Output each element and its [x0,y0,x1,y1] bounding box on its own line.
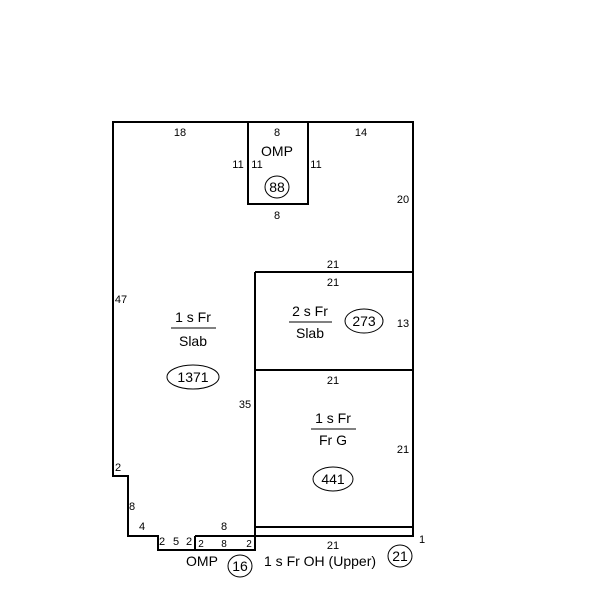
porch-top-sqft-circle [264,175,290,199]
porch-top-label: OMP [261,143,293,159]
dim-porch-right: 11 [310,159,321,171]
dim-garage-right: 21 [397,444,409,456]
dim-top-right: 14 [355,127,367,139]
main-outline [112,121,414,551]
two-story-outline [254,271,413,536]
two-story-construction: 2 s Fr [292,303,328,319]
dim-left-side: 47 [115,294,127,306]
dim-step-4: 4 [139,521,145,533]
overhang-sqft: 21 [392,548,408,564]
garage-sqft: 441 [321,471,345,487]
porch-top-outline [247,121,309,205]
dim-garage-left: 35 [239,399,251,411]
two-story-sqft-ellipse [344,308,384,334]
porch-bottom-sqft: 16 [232,558,248,574]
dim-porch-top-width: 8 [274,127,280,139]
dim-garage-top: 21 [327,375,339,387]
main-sqft: 1371 [177,369,208,385]
dim-right-upper: 20 [397,194,409,206]
dim-step-8: 8 [129,501,135,513]
main-construction: 1 s Fr [175,309,211,325]
dim-two-story-top-outer: 21 [327,259,339,271]
dim-two-story-top-inner: 21 [327,277,339,289]
main-foundation: Slab [179,333,207,349]
dim-step-2-left: 2 [159,536,165,548]
dim-omp-top: 8 [221,521,227,533]
dim-two-story-right: 13 [397,318,409,330]
porch-bottom-outline [194,535,255,550]
dim-step-2-right: 2 [186,536,192,548]
dim-omp-left: 2 [198,539,204,550]
porch-bottom-sqft-circle [227,554,253,578]
dim-overhang-depth: 1 [419,534,425,546]
two-story-sqft: 273 [352,313,376,329]
porch-bottom-label: OMP [186,553,218,569]
overhang-sqft-circle [387,544,413,568]
dim-porch-left-a: 11 [232,159,243,171]
main-sqft-ellipse [166,364,220,390]
garage-sqft-ellipse [312,466,354,492]
dim-omp-width-inner: 8 [221,539,227,550]
dim-step-5: 5 [173,536,179,548]
dim-overhang-length: 21 [327,540,339,552]
two-story-foundation: Slab [296,325,324,341]
garage-construction: 1 s Fr [315,410,351,426]
dim-porch-bottom-width: 8 [274,210,280,222]
garage-foundation: Fr G [319,432,347,448]
dim-top-left: 18 [174,127,186,139]
dim-omp-right: 2 [246,539,252,550]
overhang-label: 1 s Fr OH (Upper) [264,553,376,569]
dim-porch-left-b: 11 [251,159,262,171]
porch-top-sqft: 88 [269,179,285,195]
dim-step-2: 2 [115,462,121,474]
